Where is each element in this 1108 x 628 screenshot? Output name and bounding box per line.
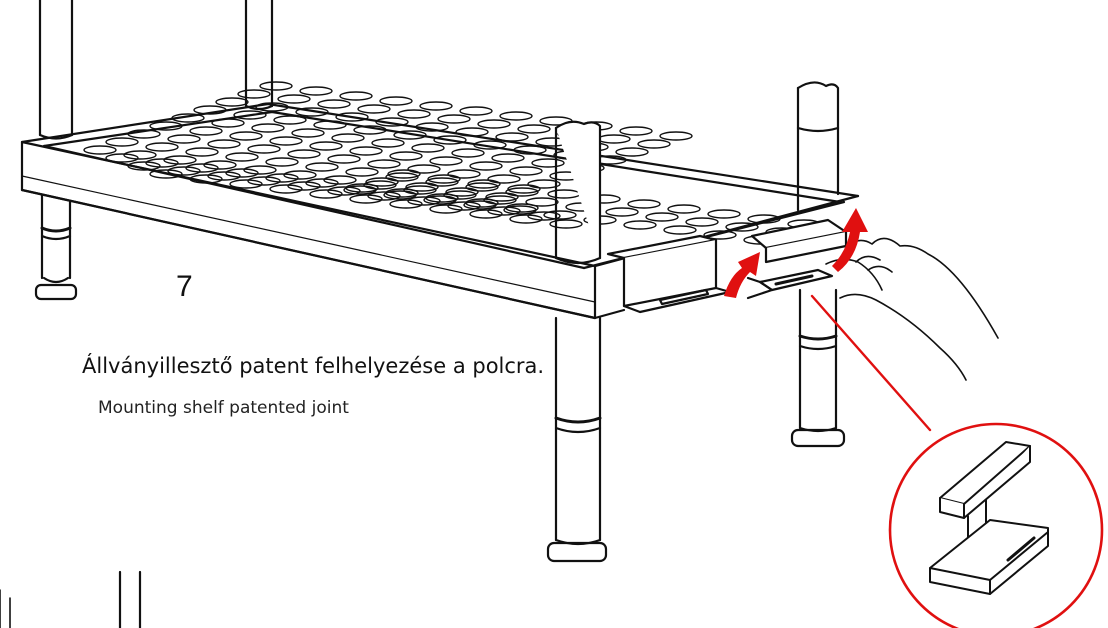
hand-drawing — [825, 237, 999, 381]
step-number: 7 — [176, 270, 193, 303]
rotation-arrows — [724, 208, 868, 298]
deck-slot-grid — [83, 81, 821, 245]
caption-hungarian: Állványillesztő patent felhelyezése a po… — [82, 354, 545, 378]
inserted-joint-bracket — [606, 234, 732, 314]
pressing-joint-bracket — [746, 218, 848, 300]
detail-callout — [810, 294, 1104, 628]
front-right-post — [790, 81, 846, 448]
caption-english: Mounting shelf patented joint — [98, 398, 349, 418]
curved-arrow-icon — [724, 252, 760, 298]
zoomed-joint-detail — [929, 441, 1049, 595]
lower-left-posts — [0, 570, 142, 628]
front-left-post — [546, 120, 608, 563]
curved-arrow-icon — [832, 208, 868, 272]
